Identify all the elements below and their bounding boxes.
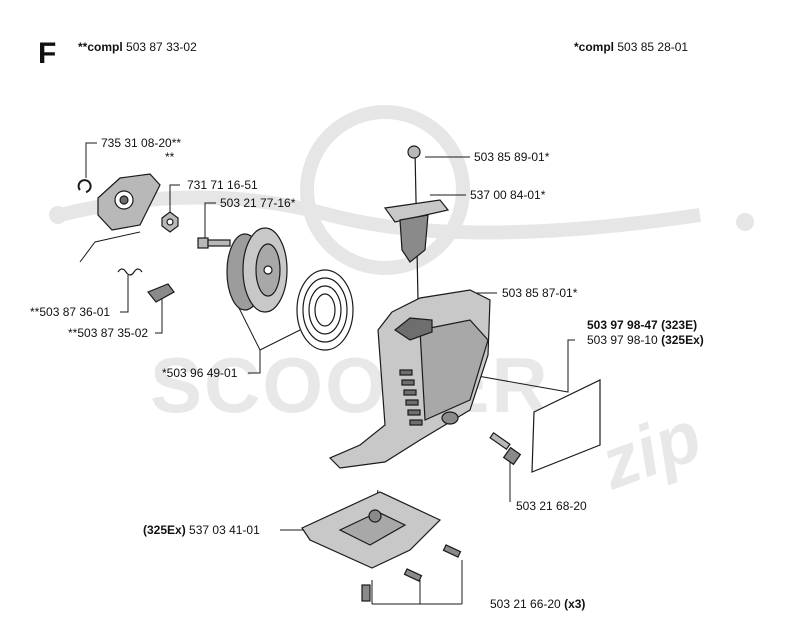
starter-pawl: [147, 283, 175, 303]
callout-735-31-08-20: 735 31 08-20**: [101, 136, 182, 150]
callout-537-03-41-01-number: 537 03 41-01: [189, 523, 260, 537]
callout-503-87-36-01: **503 87 36-01: [30, 305, 111, 319]
bottom-plate: [301, 491, 442, 569]
leader-503-21-77: [204, 202, 216, 240]
callout-503-97-98-10-tag: (325Ex): [661, 333, 704, 347]
leader-503-97-98: [454, 339, 575, 393]
starter-handle: [383, 145, 450, 301]
cover-screw: [489, 431, 522, 466]
leader-503-87-35: [155, 298, 163, 334]
callout-503-21-66-20-number: 503 21 66-20: [490, 597, 561, 611]
section-letter: F: [38, 37, 57, 70]
pawl-spring: [117, 268, 143, 276]
pulley-screw: [197, 237, 231, 249]
flange-nut: [161, 211, 179, 233]
callout-503-21-68-20: 503 21 68-20: [516, 499, 587, 513]
callout-503-21-66-20: 503 21 66-20 (x3): [490, 597, 585, 611]
callout-537-03-41-01-tag: (325Ex): [143, 523, 186, 537]
header-left-ref: **compl 503 87 33-02: [78, 40, 197, 54]
callout-503-96-49-01: *503 96 49-01: [162, 366, 238, 380]
callout-503-97-98-10-number: 503 97 98-10: [587, 333, 658, 347]
callout-503-97-98-10: 503 97 98-10 (325Ex): [587, 333, 704, 347]
callout-503-97-98-47-number: 503 97 98-47: [587, 318, 658, 332]
callout-503-97-98-47-tag: (323E): [661, 318, 698, 332]
callout-503-21-66-20-tag: (x3): [564, 597, 586, 611]
recoil-spring: [296, 269, 354, 351]
pawl-housing: [97, 173, 161, 231]
starter-pulley: [226, 227, 288, 313]
leader-503-87-36: [120, 275, 129, 313]
callout-503-21-77-16: 503 21 77-16*: [220, 196, 296, 210]
header-right-number: 503 85 28-01: [617, 40, 689, 54]
callout-503-85-87-01: 503 85 87-01*: [502, 286, 578, 300]
plate-screws: [361, 544, 462, 602]
leader-731-71: [169, 184, 180, 215]
leader-503-21-66: [371, 560, 463, 605]
header-right-prefix: *compl: [574, 40, 615, 54]
callout-503-97-98-47: 503 97 98-47 (323E): [587, 318, 697, 332]
header-left-number: 503 87 33-02: [126, 40, 197, 54]
callout-503-87-35-02: **503 87 35-02: [68, 326, 149, 340]
callout-double-star: **: [165, 150, 175, 164]
leader-735-31: [85, 142, 97, 178]
callout-503-85-89-01: 503 85 89-01*: [474, 150, 550, 164]
callout-731-71-16-51: 731 71 16-51: [187, 178, 258, 192]
callout-537-03-41-01: (325Ex) 537 03 41-01: [143, 523, 260, 537]
header-left-prefix: **compl: [78, 40, 123, 54]
header-right-ref: *compl 503 85 28-01: [574, 40, 688, 54]
decal-plate: [531, 379, 601, 473]
retaining-clip: [77, 179, 92, 193]
starter-cover: [328, 289, 491, 469]
callout-537-00-84-01: 537 00 84-01*: [470, 188, 546, 202]
